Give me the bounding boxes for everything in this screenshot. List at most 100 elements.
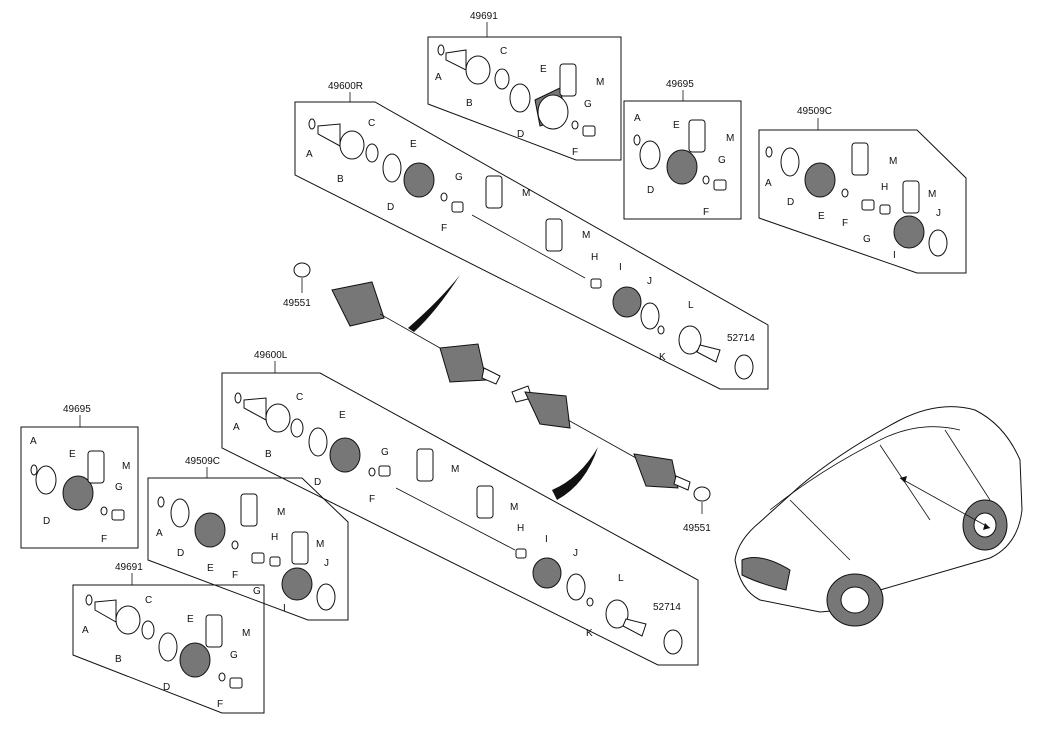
letter-e: E — [207, 563, 214, 574]
letter-i: I — [893, 250, 896, 261]
part-number: 49551 — [683, 523, 711, 534]
letter-a: A — [765, 178, 772, 189]
letter-e: E — [410, 139, 417, 150]
letter-m: M — [510, 502, 518, 513]
vehicle-illustration — [734, 406, 1023, 627]
letter-m: M — [122, 461, 130, 472]
letter-j: J — [324, 558, 329, 569]
part-number: 52714 — [653, 602, 681, 613]
letter-d: D — [314, 477, 321, 488]
letter-h: H — [271, 532, 278, 543]
letter-g: G — [584, 99, 592, 110]
letter-f: F — [369, 494, 375, 505]
letter-g: G — [455, 172, 463, 183]
letter-d: D — [787, 197, 794, 208]
letter-m: M — [242, 628, 250, 639]
letter-a: A — [634, 113, 641, 124]
letter-e: E — [673, 120, 680, 131]
letter-d: D — [387, 202, 394, 213]
letter-k: K — [586, 628, 593, 639]
letter-a: A — [233, 422, 240, 433]
letter-k: K — [659, 352, 666, 363]
letter-g: G — [230, 650, 238, 661]
letter-c: C — [296, 392, 303, 403]
letter-d: D — [647, 185, 654, 196]
letter-m: M — [726, 133, 734, 144]
assembly-number: 49600L — [254, 350, 288, 361]
letter-f: F — [101, 534, 107, 545]
letter-b: B — [265, 449, 272, 460]
kit-number: 49695 — [63, 404, 91, 415]
letter-j: J — [936, 208, 941, 219]
letter-e: E — [540, 64, 547, 75]
letter-i: I — [283, 603, 286, 614]
letter-a: A — [82, 625, 89, 636]
kit-49695-left: 49695 A D E F G M — [20, 404, 139, 549]
letter-m: M — [596, 77, 604, 88]
letter-m: M — [451, 464, 459, 475]
kit-49509c-left: 49509C A D E F G H I J M M — [147, 456, 349, 621]
assembly-49600r: 49600R A B C D E F G H I J K L M M 52714 — [294, 81, 769, 390]
letter-e: E — [69, 449, 76, 460]
letter-g: G — [115, 482, 123, 493]
letter-m: M — [928, 189, 936, 200]
letter-b: B — [337, 174, 344, 185]
letter-e: E — [187, 614, 194, 625]
shaft-lh-assembled: 49551 — [511, 385, 711, 534]
kit-number: 49691 — [470, 11, 498, 22]
letter-b: B — [466, 98, 473, 109]
letter-c: C — [500, 46, 507, 57]
letter-f: F — [232, 570, 238, 581]
letter-l: L — [688, 300, 694, 311]
letter-g: G — [863, 234, 871, 245]
shaft-rh-assembled: 49551 — [283, 262, 501, 385]
kit-49695-top: 49695 A D E F G M — [623, 79, 742, 220]
part-number: 49551 — [283, 298, 311, 309]
letter-a: A — [156, 528, 163, 539]
letter-c: C — [145, 595, 152, 606]
kit-49509c-top: 49509C A D E F G H I J M M — [758, 106, 967, 274]
letter-i: I — [619, 262, 622, 273]
letter-l: L — [618, 573, 624, 584]
letter-m: M — [522, 188, 530, 199]
kit-49691-top: 49691 A B C D E F G M — [427, 11, 622, 161]
letter-e: E — [339, 410, 346, 421]
letter-f: F — [572, 147, 578, 158]
assembly-number: 49600R — [328, 81, 363, 92]
kit-number: 49691 — [115, 562, 143, 573]
part-number: 52714 — [727, 333, 755, 344]
assembly-49600l: 49600L A B C D E F G H I J K L M M 52714 — [221, 350, 699, 666]
letter-g: G — [253, 586, 261, 597]
letter-m: M — [889, 156, 897, 167]
letter-j: J — [573, 548, 578, 559]
letter-d: D — [43, 516, 50, 527]
letter-g: G — [718, 155, 726, 166]
letter-b: B — [115, 654, 122, 665]
letter-h: H — [881, 182, 888, 193]
letter-d: D — [177, 548, 184, 559]
kit-number: 49509C — [797, 106, 832, 117]
letter-i: I — [545, 534, 548, 545]
kit-number: 49695 — [666, 79, 694, 90]
letter-d: D — [517, 129, 524, 140]
letter-d: D — [163, 682, 170, 693]
letter-a: A — [435, 72, 442, 83]
letter-e: E — [818, 211, 825, 222]
letter-f: F — [217, 699, 223, 710]
letter-h: H — [591, 252, 598, 263]
letter-f: F — [441, 223, 447, 234]
letter-c: C — [368, 118, 375, 129]
letter-m: M — [316, 539, 324, 550]
letter-m: M — [277, 507, 285, 518]
letter-h: H — [517, 523, 524, 534]
kit-number: 49509C — [185, 456, 220, 467]
letter-j: J — [647, 276, 652, 287]
letter-f: F — [703, 207, 709, 218]
letter-a: A — [30, 436, 37, 447]
kit-49691-bottom: 49691 A B C D E F G M — [72, 562, 265, 714]
letter-g: G — [381, 447, 389, 458]
letter-a: A — [306, 149, 313, 160]
letter-f: F — [842, 218, 848, 229]
letter-m: M — [582, 230, 590, 241]
